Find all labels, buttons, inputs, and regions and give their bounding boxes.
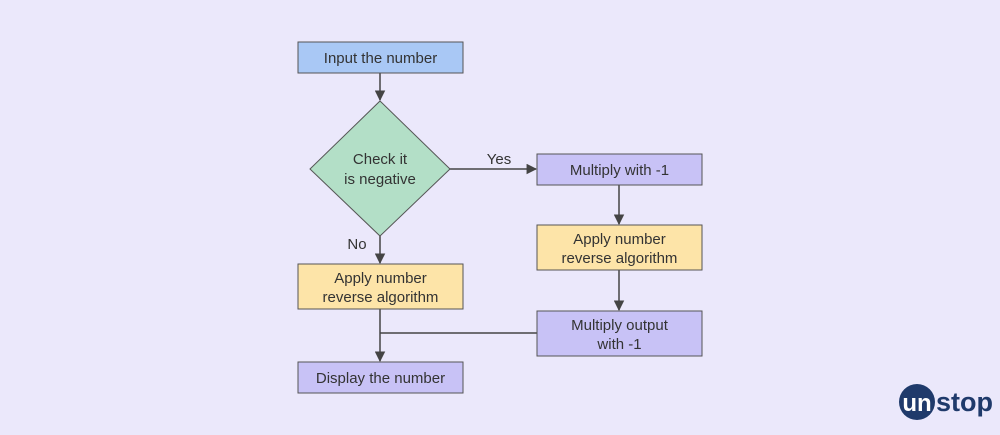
logo-circle: [899, 384, 935, 420]
yes-label: Yes: [487, 151, 511, 168]
input-node: Input the number: [297, 41, 464, 74]
reverse-left-line2: reverse algorithm: [323, 289, 439, 306]
multiply-output-line2: with -1: [596, 336, 641, 353]
multiply-output-line1: Multiply output: [571, 317, 669, 334]
multiply-output-node: Multiply output with -1: [536, 310, 703, 357]
multiply-negative-label: Multiply with -1: [570, 162, 669, 179]
logo-prefix: un: [902, 390, 931, 417]
check-label-line1: Check it: [353, 151, 408, 168]
multiply-negative-node: Multiply with -1: [536, 153, 703, 186]
decision-diamond: [309, 100, 451, 237]
multiply-negative-box: [536, 153, 703, 186]
unstop-logo: un stop: [899, 384, 993, 420]
reverse-right-line2: reverse algorithm: [562, 250, 678, 267]
logo-suffix: stop: [936, 387, 993, 417]
reverse-right-line1: Apply number: [573, 231, 666, 248]
reverse-left-line1: Apply number: [334, 270, 427, 287]
input-box: [297, 41, 464, 74]
connectors: [374, 73, 625, 363]
multiply-output-box: [536, 310, 703, 357]
display-box: [297, 361, 464, 394]
no-label: No: [347, 236, 366, 253]
reverse-left-node: Apply number reverse algorithm: [297, 263, 464, 310]
reverse-right-box: [536, 224, 703, 271]
input-label: Input the number: [324, 50, 437, 67]
display-node: Display the number: [297, 361, 464, 394]
reverse-right-node: Apply number reverse algorithm: [536, 224, 703, 271]
check-label-line2: is negative: [344, 171, 416, 188]
reverse-left-box: [297, 263, 464, 310]
display-label: Display the number: [316, 370, 445, 387]
check-negative-node: Check it is negative: [309, 100, 451, 237]
